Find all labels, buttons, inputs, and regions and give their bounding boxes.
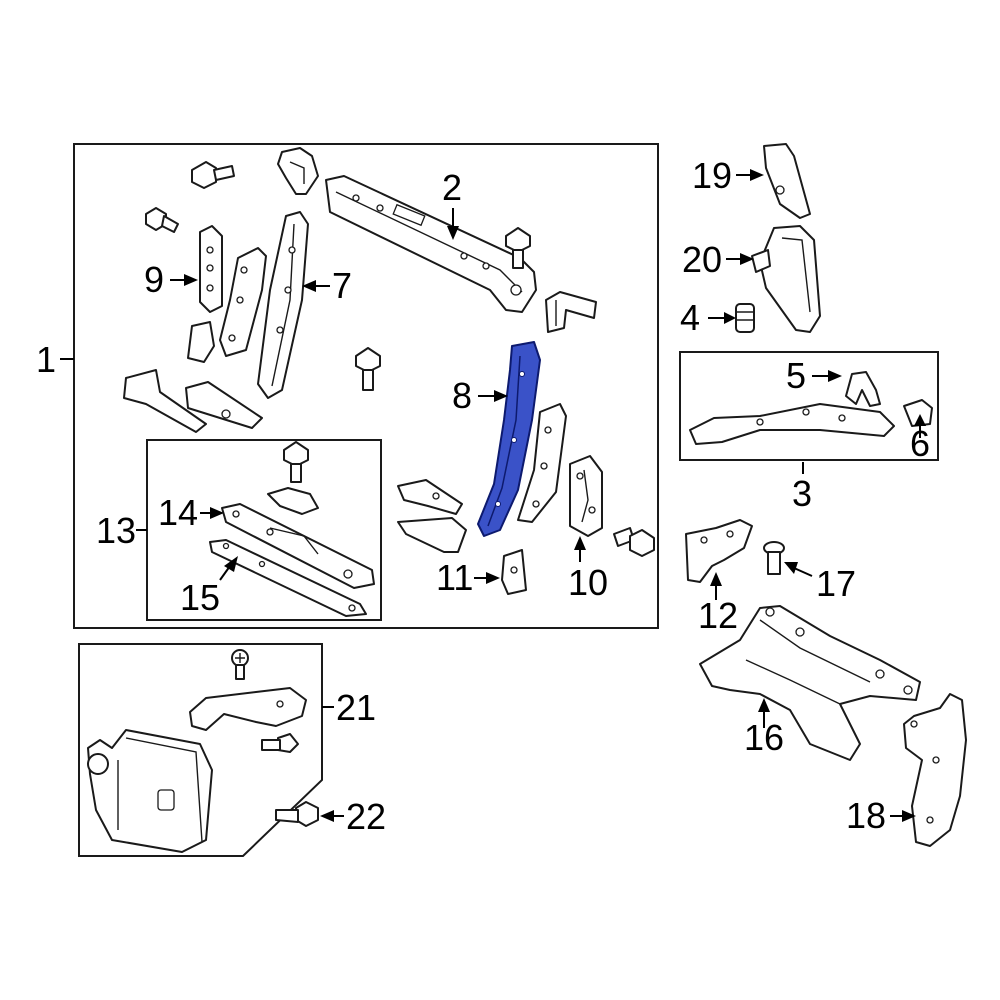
side-plate-icon — [219, 247, 267, 357]
group-box-3 — [679, 351, 939, 461]
callout-6: 6 — [910, 423, 930, 464]
callout-20: 20 — [682, 239, 722, 280]
callout-15: 15 — [180, 577, 220, 618]
callout-22: 22 — [346, 796, 386, 837]
seal-part-20 — [751, 225, 821, 333]
lower-bracket-mid-icon — [397, 479, 467, 553]
highlighted-part-8 — [477, 341, 541, 537]
bracket-low-left-icon — [187, 321, 215, 363]
leaders — [60, 169, 926, 822]
callout-2: 2 — [442, 167, 462, 208]
screw-21b-icon — [261, 733, 299, 753]
callout-9: 9 — [144, 259, 164, 300]
brace-part-3 — [689, 403, 895, 445]
bracket-part-18 — [903, 693, 967, 847]
callout-16: 16 — [744, 717, 784, 758]
bolt-center-icon — [355, 347, 381, 391]
clip-13-icon — [267, 487, 319, 515]
callout-18: 18 — [846, 795, 886, 836]
bracket-part-5 — [845, 371, 881, 407]
callout-12: 12 — [698, 595, 738, 636]
callout-21: 21 — [336, 687, 376, 728]
screw-21-icon — [231, 649, 249, 680]
callout-13: 13 — [96, 510, 136, 551]
callout-3: 3 — [792, 473, 812, 514]
cross-member-part-16 — [699, 605, 921, 761]
bolt-mid-icon — [505, 227, 531, 269]
bracket-part-14 — [221, 503, 375, 589]
plate-part-10 — [569, 455, 603, 537]
callout-7: 7 — [332, 265, 352, 306]
sensor-bracket-icon — [189, 687, 307, 731]
bushing-part-4 — [735, 303, 755, 333]
callout-8: 8 — [452, 375, 472, 416]
sensor-unit-icon — [87, 729, 213, 853]
group-box-1 — [73, 143, 659, 629]
callout-10: 10 — [568, 562, 608, 603]
clip-part-6 — [903, 399, 933, 427]
bolt-top-icon — [191, 161, 235, 189]
callout-19: 19 — [692, 155, 732, 196]
bolt-13-icon — [283, 441, 309, 483]
callout-11: 11 — [436, 557, 473, 598]
clip-part-17 — [763, 541, 785, 575]
bracket-part-15 — [209, 539, 367, 617]
side-member-part-7 — [257, 211, 309, 399]
callout-17: 17 — [816, 563, 856, 604]
bolt-right-icon — [613, 527, 655, 557]
bracket-top-icon — [277, 147, 319, 195]
bracket-part-9 — [199, 225, 223, 313]
lower-bracket-left-icon — [123, 369, 263, 433]
bolt-part-22 — [275, 801, 319, 827]
callout-14: 14 — [158, 492, 198, 533]
bracket-part-12 — [685, 519, 753, 583]
bolt-left-icon — [145, 207, 179, 233]
side-plate-right-icon — [517, 403, 567, 523]
deflector-part-19 — [763, 143, 811, 219]
bracket-part-11 — [501, 549, 527, 595]
upper-support-part-2 — [325, 175, 537, 313]
bracket-small-icon — [545, 291, 597, 333]
callout-5: 5 — [786, 355, 806, 396]
callout-1: 1 — [36, 339, 56, 380]
callout-4: 4 — [680, 297, 700, 338]
